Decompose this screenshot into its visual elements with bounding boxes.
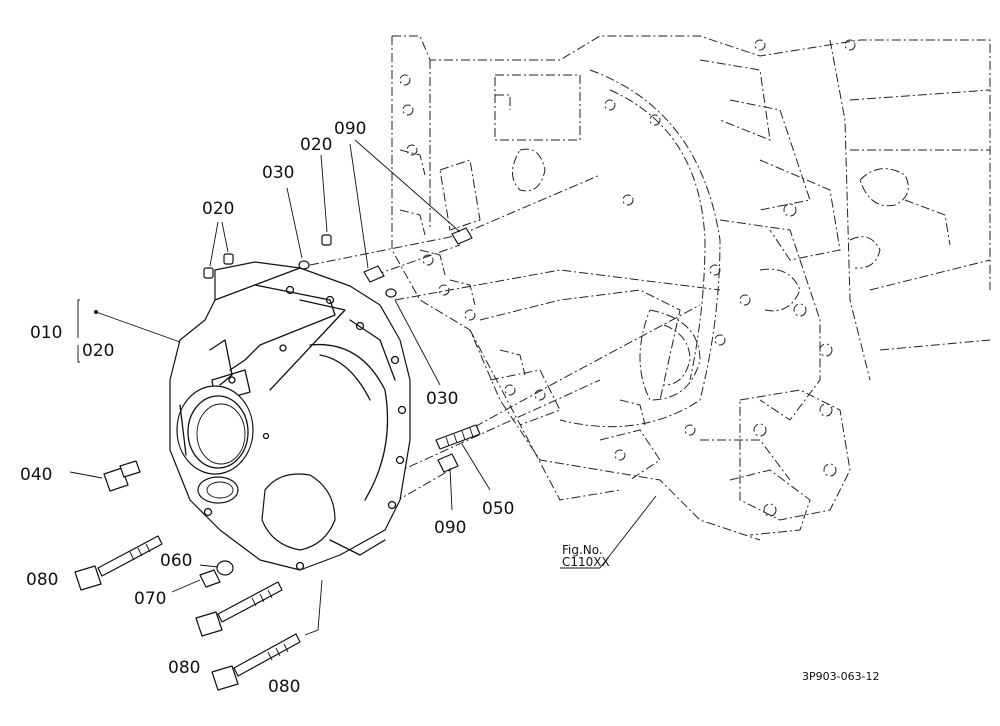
o-ring-030-b xyxy=(385,288,397,298)
label-080-b: 080 xyxy=(168,658,200,678)
o-ring-030-a xyxy=(298,260,310,270)
label-020-bracket: 020 xyxy=(82,341,114,361)
label-030-mid: 030 xyxy=(426,389,458,409)
fig-ref-line1: Fig.No. xyxy=(562,543,603,557)
label-040: 040 xyxy=(20,465,52,485)
set-screw-020-b xyxy=(223,253,234,265)
figure-reference: Fig.No. C110XX xyxy=(562,543,610,569)
stud-050 xyxy=(435,424,481,450)
flywheel-housing xyxy=(169,261,411,571)
label-030-top: 030 xyxy=(262,163,294,183)
label-090-top: 090 xyxy=(334,119,366,139)
label-080-a: 080 xyxy=(26,570,58,590)
bolt-080-b xyxy=(195,581,283,637)
label-070: 070 xyxy=(134,589,166,609)
case-bolt-holes xyxy=(399,39,856,517)
callout-labels: 010 020 020 020 030 090 030 040 050 090 … xyxy=(20,119,514,697)
bolt-040 xyxy=(103,460,141,492)
diagram-code: 3P903-063-12 xyxy=(802,670,880,683)
leader-lines xyxy=(69,139,657,636)
label-050: 050 xyxy=(482,499,514,519)
set-screw-020-a xyxy=(203,267,214,279)
label-020-top-left: 020 xyxy=(202,199,234,219)
label-060: 060 xyxy=(160,551,192,571)
pin-090-c xyxy=(437,453,459,473)
set-screw-020-c xyxy=(321,234,332,246)
label-090-bottom: 090 xyxy=(434,518,466,538)
label-080-c: 080 xyxy=(268,677,300,697)
small-parts xyxy=(74,227,481,691)
pin-090-b xyxy=(451,227,473,245)
label-020-top-right: 020 xyxy=(300,135,332,155)
label-010: 010 xyxy=(30,323,62,343)
fig-ref-line2: C110XX xyxy=(562,555,610,569)
bolt-080-c xyxy=(211,633,301,691)
transmission-case-outline xyxy=(391,35,991,541)
nut-070 xyxy=(199,569,221,588)
bolt-080-a xyxy=(74,535,163,591)
pin-090-a xyxy=(363,265,385,283)
washer-060 xyxy=(216,560,234,576)
